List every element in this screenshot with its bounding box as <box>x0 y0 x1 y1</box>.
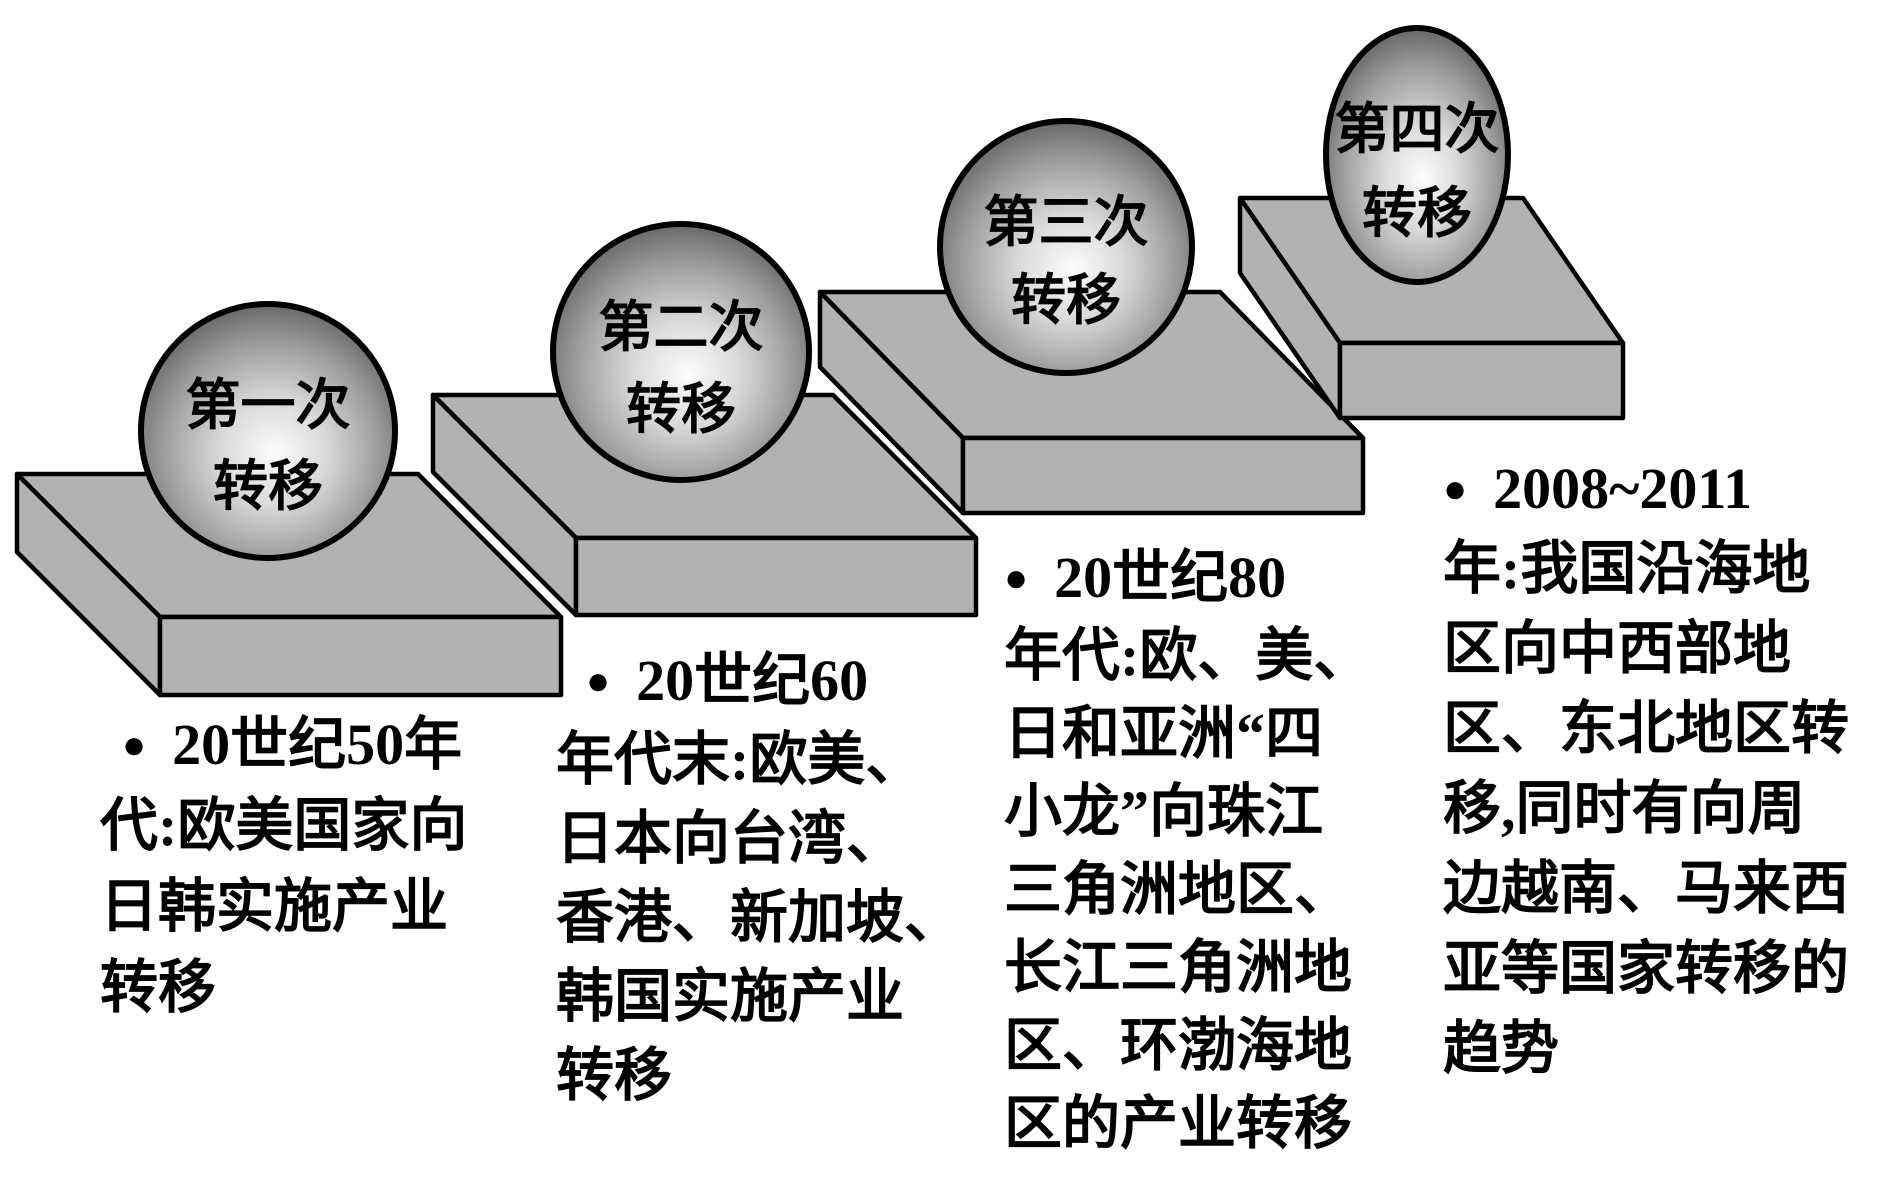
sphere-4-label-line2: 转移 <box>1362 183 1472 244</box>
sphere-4: 第四次 转移 <box>1323 25 1511 285</box>
stage-1-line-3: 日韩实施产业 <box>100 874 449 939</box>
sphere-3: 第三次 转移 <box>937 118 1195 376</box>
stage-4-line-1-text: 2008~2011 <box>1493 456 1753 521</box>
sphere-2: 第二次 转移 <box>550 221 812 483</box>
stage-3-line-2: 年代:欧、美、 <box>1004 623 1372 688</box>
bullet-icon: ● <box>586 658 611 703</box>
bullet-icon: ● <box>122 722 147 767</box>
stage-2-line-1-text: 20世纪60 <box>636 648 869 713</box>
stage-4-line-4: 区、东北地区转 <box>1443 696 1850 761</box>
stage-1-line-1-text: 20世纪50年 <box>172 712 463 777</box>
stage-1-line-1: ● 20世纪50年 <box>100 704 480 785</box>
platform-2 <box>430 392 979 618</box>
stage-4-description: ● 2008~2011 年:我国沿海地 区向中西部地 区、东北地区转 移,同时有向… <box>1443 449 1890 1089</box>
stage-4-line-3: 区向中西部地 <box>1443 616 1792 681</box>
stage-3-line-1: ● 20世纪80 <box>1004 539 1389 617</box>
stage-2-line-5: 韩国实施产业 <box>556 964 905 1029</box>
platform-1-front-face <box>157 614 564 698</box>
stage-2-line-6: 转移 <box>556 1043 673 1108</box>
stage-4-line-6: 边越南、马来西 <box>1443 856 1850 921</box>
platform-3-front-face <box>960 435 1366 516</box>
stage-4-line-7: 亚等国家转移的 <box>1443 936 1850 1001</box>
sphere-4-ball <box>1323 25 1511 285</box>
sphere-4-label-line1: 第四次 <box>1334 99 1499 160</box>
sphere-2-ball <box>550 221 812 483</box>
stage-2-description: ● 20世纪60 年代末:欧美、 日本向台湾、 香港、新加坡、 韩国实施产业 转移 <box>556 641 986 1115</box>
stage-2-line-3: 日本向台湾、 <box>556 806 905 871</box>
sphere-1-ball <box>138 301 398 561</box>
platform-4 <box>1237 195 1626 421</box>
sphere-3-label-line1: 第三次 <box>983 192 1148 253</box>
stage-3-line-6: 长江三角洲地 <box>1004 935 1353 1000</box>
stage-4-line-2: 年:我国沿海地 <box>1443 536 1811 601</box>
stage-1-line-2: 代:欧美国家向 <box>100 793 468 858</box>
sphere-1-label-line1: 第一次 <box>185 375 350 436</box>
stage-2-line-2: 年代末:欧美、 <box>556 727 924 792</box>
stage-3-line-8: 区的产业转移 <box>1004 1091 1353 1156</box>
sphere-2-label-line1: 第二次 <box>598 297 763 358</box>
bullet-icon: ● <box>1004 555 1029 600</box>
sphere-3-ball <box>937 118 1195 376</box>
bullet-icon: ● <box>1443 466 1468 511</box>
stage-1-description: ● 20世纪50年 代:欧美国家向 日韩实施产业 转移 <box>100 704 480 1028</box>
stage-1-line-4: 转移 <box>100 955 217 1020</box>
platform-2-front-face <box>573 535 979 618</box>
stage-4-line-8: 趋势 <box>1443 1016 1560 1081</box>
stage-2-line-4: 香港、新加坡、 <box>556 885 963 950</box>
sphere-3-label-line2: 转移 <box>1011 270 1121 331</box>
stage-3-line-7: 区、环渤海地 <box>1004 1013 1353 1078</box>
stage-3-line-3: 日和亚洲“四 <box>1004 701 1324 766</box>
stage-3-line-1-text: 20世纪80 <box>1054 545 1287 610</box>
sphere-2-label-line2: 转移 <box>626 379 736 440</box>
sphere-1-label-line2: 转移 <box>213 456 323 517</box>
platform-4-front-face <box>1337 340 1626 421</box>
sphere-1: 第一次 转移 <box>138 301 398 561</box>
stage-3-description: ● 20世纪80 年代:欧、美、 日和亚洲“四 小龙”向珠江 三角洲地区、 长江三… <box>1004 539 1389 1163</box>
stage-3-line-4: 小龙”向珠江 <box>1004 779 1324 844</box>
stage-4-line-1: ● 2008~2011 <box>1443 449 1890 529</box>
stage-2-line-1: ● 20世纪60 <box>556 641 986 720</box>
stage-3-line-5: 三角洲地区、 <box>1004 857 1353 922</box>
stage-4-line-5: 移,同时有向周 <box>1443 776 1806 841</box>
